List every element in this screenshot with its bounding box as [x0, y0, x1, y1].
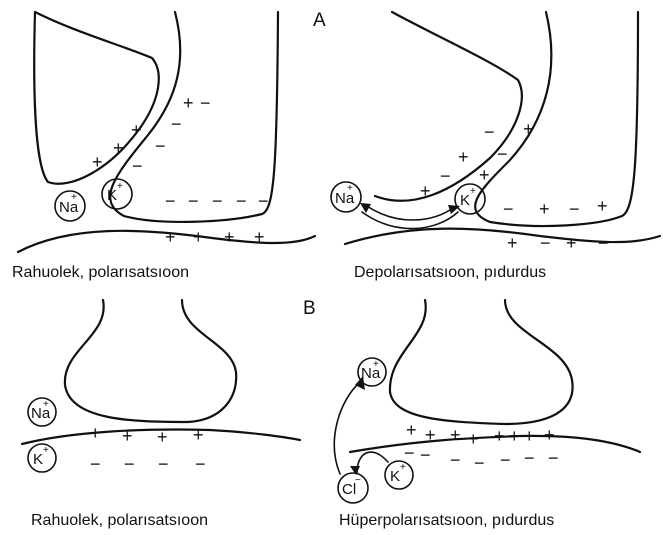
minus-charge: − [440, 166, 451, 186]
minus-charge: − [132, 156, 143, 176]
minus-charge: − [195, 454, 206, 474]
minus-charge: − [484, 122, 495, 142]
plus-charge: + [224, 227, 235, 247]
plus-charge: + [524, 426, 535, 446]
minus-charge: − [474, 453, 485, 473]
minus-charge: − [90, 454, 101, 474]
minus-charge: − [236, 191, 247, 211]
svg-text:+: + [43, 445, 49, 456]
minus-charge: − [450, 450, 461, 470]
plus-charge: + [193, 425, 204, 445]
minus-charge: − [212, 191, 223, 211]
svg-text:+: + [347, 183, 353, 194]
panel-b-left: Na + K + + + + + − − − − Rahuolek, polar… [22, 300, 300, 529]
k-ion: K + [102, 179, 132, 209]
plus-charge: + [566, 233, 577, 253]
plus-charge: + [131, 120, 142, 140]
presynaptic-terminal [390, 300, 573, 424]
svg-text:K: K [460, 192, 470, 209]
minus-charge: − [524, 448, 535, 468]
membrane-charges: − + + − − + + − + − + + − + − [420, 119, 609, 253]
minus-charge: − [200, 93, 211, 113]
minus-charge: − [569, 199, 580, 219]
plus-charge: + [90, 423, 101, 443]
plus-charge: + [544, 425, 555, 445]
svg-text:+: + [470, 186, 476, 197]
plus-charge: + [183, 93, 194, 113]
svg-text:+: + [117, 181, 123, 192]
plus-charge: + [165, 227, 176, 247]
svg-text:+: + [43, 399, 49, 410]
plus-charge: + [92, 152, 103, 172]
svg-text:K: K [33, 451, 43, 468]
ion-exchange-arrows [360, 203, 460, 229]
k-ion: K + [28, 444, 56, 472]
k-ion: K + [385, 461, 413, 489]
caption-a-left: Rahuolek, polarısatsıoon [12, 264, 189, 281]
plus-charge: + [509, 426, 520, 446]
presynaptic-terminal [65, 300, 236, 422]
plus-charge: + [193, 227, 204, 247]
caption-a-right: Depolarısatsıoon, pıdurdus [354, 264, 546, 281]
minus-charge: − [188, 191, 199, 211]
minus-charge: − [500, 450, 511, 470]
plus-charge: + [539, 199, 550, 219]
section-label-a: A [313, 10, 326, 31]
panel-a-left: Na + K + + − + − + − + − − − − − − + + +… [12, 12, 315, 281]
minus-charge: − [171, 114, 182, 134]
minus-charge: − [404, 443, 415, 463]
na-ion: Na + [28, 398, 56, 426]
minus-charge: − [165, 191, 176, 211]
panel-b-right: Na + K + Cl − + + + + + + + + − [334, 300, 640, 529]
cl-ion: Cl − [338, 473, 368, 503]
svg-text:+: + [400, 462, 406, 473]
ion-flow-arrows [334, 376, 388, 475]
plus-charge: + [523, 119, 534, 139]
minus-charge: − [124, 454, 135, 474]
svg-text:+: + [373, 359, 379, 370]
svg-text:K: K [390, 468, 400, 485]
plus-charge: + [420, 181, 431, 201]
minus-charge: − [503, 199, 514, 219]
plus-charge: + [450, 425, 461, 445]
section-label-b: B [303, 298, 316, 319]
plus-charge: + [254, 227, 265, 247]
membrane-charges: + + + + + + + + − − − − − − − [404, 420, 559, 473]
plus-charge: + [494, 426, 505, 446]
membrane-charges: + − + − + − + − − − − − − + + + + [92, 93, 269, 247]
plus-charge: + [468, 429, 479, 449]
k-ion: K + [455, 184, 485, 214]
panel-a-right: Na + K + − + + − − + + − + − + + − [331, 12, 660, 281]
plus-charge: + [425, 425, 436, 445]
plus-charge: + [479, 165, 490, 185]
minus-charge: − [258, 191, 269, 211]
minus-charge: − [497, 144, 508, 164]
plus-charge: + [122, 426, 133, 446]
plus-charge: + [113, 138, 124, 158]
caption-b-left: Rahuolek, polarısatsıoon [31, 512, 208, 529]
minus-charge: − [548, 448, 559, 468]
caption-b-right: Hüperpolarısatsıoon, pıdurdus [339, 512, 554, 529]
postsynaptic-membrane-bottom [345, 229, 660, 244]
svg-text:K: K [107, 187, 117, 204]
minus-charge: − [420, 445, 431, 465]
minus-charge: − [598, 233, 609, 253]
plus-charge: + [507, 233, 518, 253]
postsynaptic-membrane-inner [475, 12, 638, 226]
minus-charge: − [155, 136, 166, 156]
plus-charge: + [458, 147, 469, 167]
plus-charge: + [157, 427, 168, 447]
plus-charge: + [406, 420, 417, 440]
minus-charge: − [540, 233, 551, 253]
svg-text:+: + [71, 192, 77, 203]
na-ion: Na + [55, 191, 85, 221]
plus-charge: + [597, 196, 608, 216]
minus-charge: − [158, 454, 169, 474]
svg-text:−: − [355, 475, 361, 486]
na-ion: Na + [331, 182, 361, 212]
